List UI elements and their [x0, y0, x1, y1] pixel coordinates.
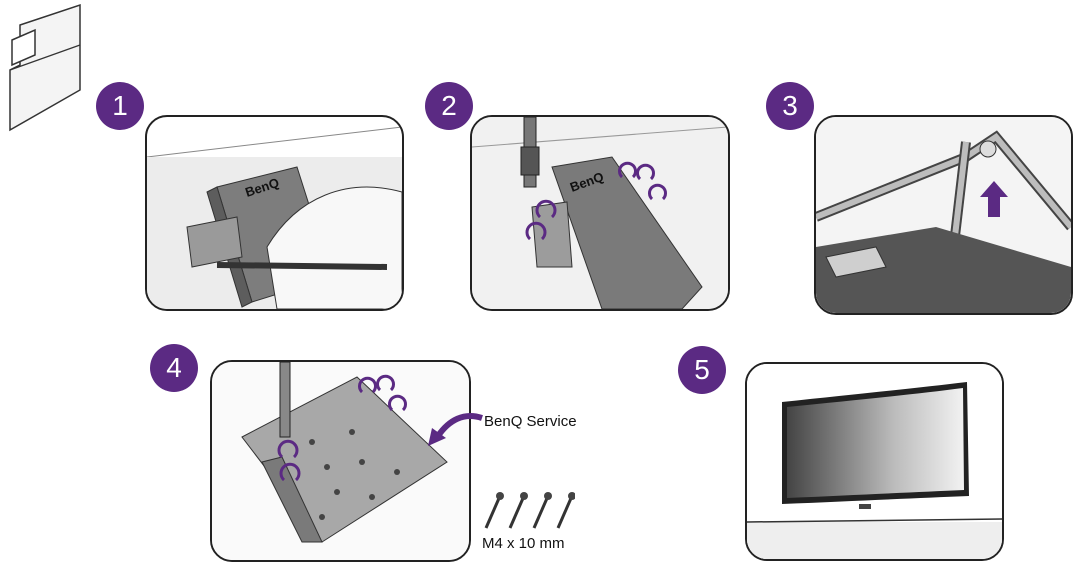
step-1-illustration: BenQ: [145, 115, 404, 311]
service-arrow-icon: [428, 413, 483, 446]
page-corner-icon: [9, 3, 81, 132]
step-2-illustration: BenQ: [470, 115, 730, 311]
screws-icon: [484, 492, 575, 529]
step-3-illustration: [814, 115, 1073, 315]
step-badge-1: 1: [96, 82, 144, 130]
step-badge-5: 5: [678, 346, 726, 394]
step-badge-2: 2: [425, 82, 473, 130]
step-badge-3: 3: [766, 82, 814, 130]
step-badge-4: 4: [150, 344, 198, 392]
screw-spec-label: M4 x 10 mm: [482, 535, 565, 552]
step-4-illustration: [210, 360, 471, 562]
step-5-illustration: [745, 362, 1004, 561]
service-label: BenQ Service: [484, 413, 577, 430]
